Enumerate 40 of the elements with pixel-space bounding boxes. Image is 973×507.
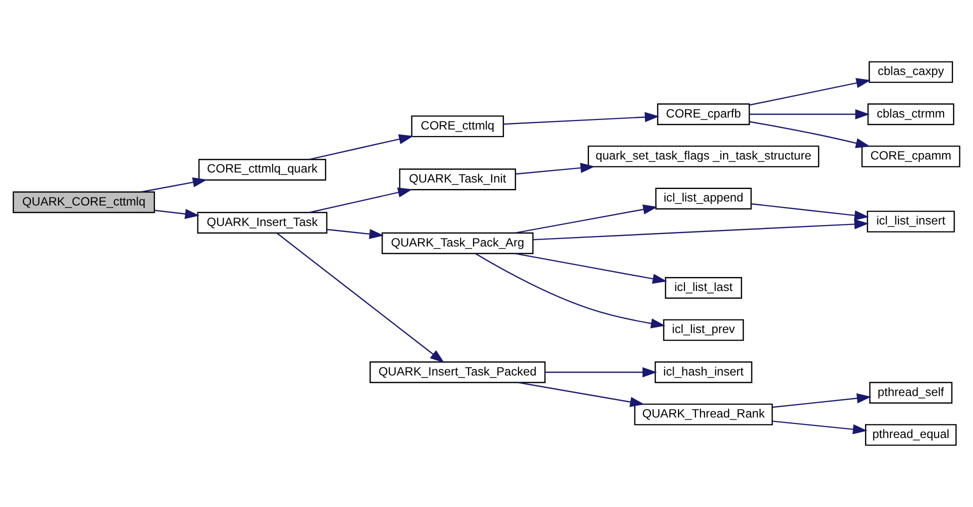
node-box: QUARK_Insert_Task	[197, 212, 328, 234]
node-box: CORE_cparfb	[657, 103, 750, 126]
arrow	[514, 204, 658, 234]
node-box: QUARK_Insert_Task_Packed	[370, 361, 546, 384]
node-box: QUARK_Task_Pack_Arg	[382, 232, 534, 254]
node-box: QUARK_Task_Init	[399, 168, 516, 190]
arrow	[327, 228, 384, 240]
arrow	[772, 420, 868, 434]
node-box: icl_list_prev	[663, 319, 744, 341]
arrow	[475, 253, 666, 328]
arrow	[276, 232, 444, 364]
node-box: icl_hash_insert	[654, 361, 752, 384]
node-box: icl_list_insert	[866, 210, 955, 232]
arrow	[516, 162, 595, 175]
arrow	[309, 187, 412, 214]
arrow	[309, 134, 414, 160]
node-box: pthread_equal	[865, 424, 957, 446]
arrow	[772, 393, 872, 408]
node-box: icl_list_last	[664, 277, 742, 299]
arrow	[140, 177, 208, 193]
node-box: cblas_caxpy	[868, 61, 954, 83]
arrow	[518, 382, 645, 407]
arrow	[533, 219, 869, 240]
arrow	[750, 78, 871, 106]
node-box: icl_list_append	[655, 188, 752, 210]
node-box: CORE_cpamm	[861, 146, 960, 168]
arrow	[750, 121, 870, 148]
arrow	[750, 109, 870, 120]
node-box: quark_set_task_flags _in_task_structure	[588, 146, 820, 168]
node-box: CORE_cttmlq	[411, 115, 504, 138]
node-box: CORE_cttmlq_quark	[198, 158, 326, 181]
node-box: cblas_ctrmm	[867, 103, 954, 126]
arrow	[751, 203, 869, 220]
node-box: QUARK_Thread_Rank	[634, 404, 773, 426]
node-box: QUARK_CORE_cttmlq	[12, 191, 155, 214]
arrow	[544, 367, 657, 378]
arrow	[503, 112, 660, 125]
arrow	[514, 252, 668, 284]
arrow	[154, 208, 200, 219]
node-box: pthread_self	[869, 382, 952, 404]
